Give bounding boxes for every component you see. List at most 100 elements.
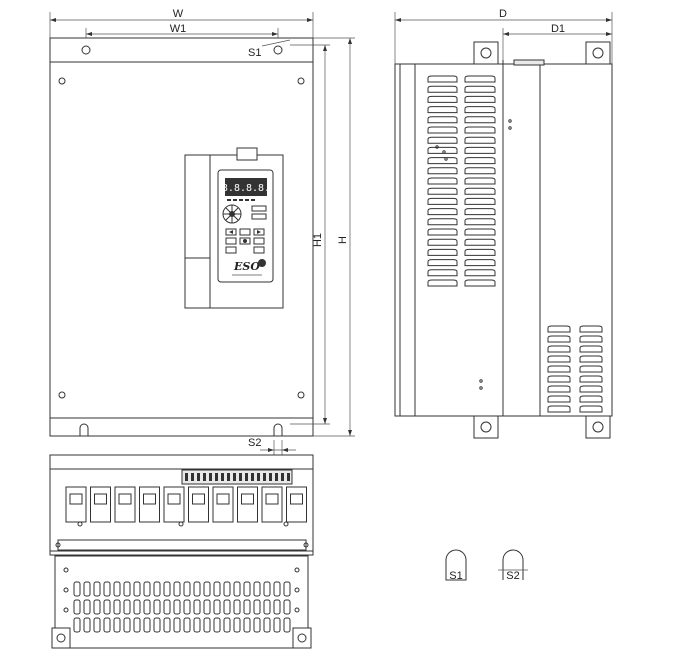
vent-louver: [579, 325, 603, 333]
vent-louver: [464, 85, 496, 93]
screw-icon: [58, 391, 66, 399]
terminal-pin: [209, 473, 212, 481]
heatsink-slot: [223, 581, 231, 597]
vent-louver: [464, 197, 496, 205]
vent-louver: [464, 187, 496, 195]
vent-louver: [464, 106, 496, 114]
terminal-screw-icon: [290, 493, 303, 505]
heatsink-slot: [113, 599, 121, 615]
heatsink-slot: [113, 581, 121, 597]
heatsink-slot: [263, 581, 271, 597]
bottom-flange: [49, 417, 314, 437]
heatsink-slot: [213, 617, 221, 633]
terminal-screw-icon: [94, 493, 107, 505]
dim-s2: S2: [248, 437, 296, 455]
heatsink-slot: [223, 599, 231, 615]
vent-louver: [427, 85, 458, 93]
bottom-view: [49, 454, 314, 649]
vent-louver: [427, 228, 458, 236]
heatsink-slot: [103, 581, 111, 597]
terminal-pin: [263, 473, 266, 481]
vent-louver: [579, 405, 603, 413]
dim-width-mounting: W1: [85, 23, 279, 45]
vent-louver: [464, 279, 496, 287]
heatsink-slot: [233, 617, 241, 633]
heatsink-slot: [223, 617, 231, 633]
heatsink-slot: [263, 617, 271, 633]
terminal-pin: [281, 473, 284, 481]
terminal-screw-icon: [192, 493, 205, 505]
dim-depth: D: [394, 8, 613, 64]
dim-s1-label: S1: [248, 47, 261, 59]
heatsink-slot: [93, 599, 101, 615]
heatsink-slot: [143, 599, 151, 615]
vent-louvers-upper: [427, 75, 496, 287]
terminal-pin: [221, 473, 224, 481]
bottom-top-plate: [49, 454, 314, 470]
heatsink-slot: [103, 599, 111, 615]
vent-louver: [464, 167, 496, 175]
terminal-pin: [257, 473, 260, 481]
terminal-pin: [185, 473, 188, 481]
vent-louver: [427, 259, 458, 267]
heatsink-slot: [163, 581, 171, 597]
vent-louver: [547, 375, 571, 383]
vent-louver: [464, 208, 496, 216]
heatsink-slots: [73, 581, 291, 633]
slot-detail-s1: S1: [445, 549, 467, 582]
mount-hole-icon: [273, 45, 283, 55]
terminal-pin: [287, 473, 290, 481]
vent-louver: [427, 187, 458, 195]
heatsink-slot: [203, 599, 211, 615]
heatsink: [54, 555, 309, 649]
heatsink-slot: [213, 599, 221, 615]
dim-d1-label: D1: [551, 23, 565, 35]
vent-louver: [427, 279, 458, 287]
heatsink-slot: [183, 581, 191, 597]
dim-height: H: [313, 37, 355, 437]
heatsink-slot: [183, 599, 191, 615]
terminal-screw-icon: [69, 493, 83, 505]
heatsink-slot: [203, 581, 211, 597]
vent-louver: [579, 355, 603, 363]
detail-s2-label: S2: [506, 570, 519, 582]
heatsink-slot: [173, 617, 181, 633]
terminal-pin: [191, 473, 194, 481]
heatsink-slot: [253, 581, 261, 597]
terminal-pin: [233, 473, 236, 481]
dim-h1-label: H1: [312, 233, 324, 247]
vent-louvers-lower: [547, 325, 603, 413]
heatsink-slot: [243, 599, 251, 615]
heatsink-slot: [73, 581, 81, 597]
heatsink-slot: [163, 599, 171, 615]
heatsink-slot: [283, 599, 291, 615]
vent-louver: [427, 208, 458, 216]
front-view: W W1 S1: [49, 8, 355, 455]
heatsink-slot: [143, 581, 151, 597]
vent-louver: [427, 106, 458, 114]
vent-louver: [579, 335, 603, 343]
vent-louver: [547, 395, 571, 403]
heatsink-slot: [283, 617, 291, 633]
heatsink-slot: [253, 599, 261, 615]
heatsink-slot: [273, 581, 281, 597]
heatsink-slot: [273, 599, 281, 615]
vent-louver: [547, 335, 571, 343]
vent-louver: [464, 259, 496, 267]
dim-depth-partial: D1: [502, 23, 612, 60]
heatsink-slot: [83, 599, 91, 615]
vent-louver: [427, 197, 458, 205]
heatsink-slot: [83, 581, 91, 597]
screw-icon: [297, 77, 305, 85]
heatsink-slot: [93, 617, 101, 633]
heatsink-slot: [113, 617, 121, 633]
heatsink-slot: [203, 617, 211, 633]
vent-louver: [427, 136, 458, 144]
vent-louver: [427, 177, 458, 185]
heatsink-slot: [123, 617, 131, 633]
vent-louver: [464, 116, 496, 124]
terminal-screw-icon: [216, 493, 230, 505]
heatsink-slot: [263, 599, 271, 615]
heatsink-slot: [173, 581, 181, 597]
terminal-pin: [227, 473, 230, 481]
